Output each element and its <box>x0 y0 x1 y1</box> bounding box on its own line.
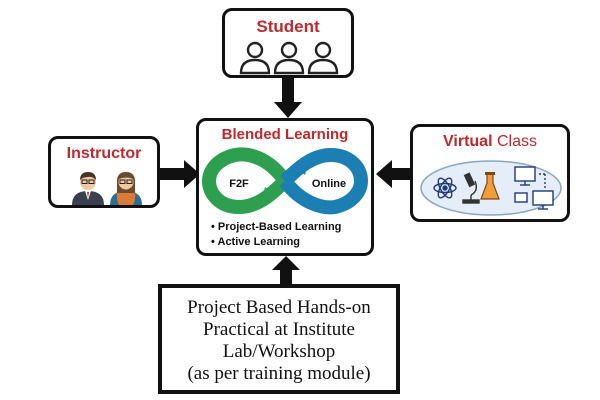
computer-network-icon <box>514 166 554 210</box>
microscope-icon <box>462 172 480 204</box>
students-group-icon <box>239 41 339 75</box>
arrow-virtual-to-blended <box>376 160 416 188</box>
project-line-2: Practical at Institute <box>203 319 355 340</box>
online-label: Online <box>312 178 346 190</box>
bullet-active-learning: • Active Learning <box>211 236 301 248</box>
project-based-box: Project Based Hands-on Practical at Inst… <box>158 284 400 394</box>
instructors-icon <box>72 172 142 205</box>
project-line-3: Lab/Workshop <box>222 341 336 362</box>
project-line-4: (as per training module) <box>187 363 371 384</box>
project-line-1: Project Based Hands-on <box>187 297 371 318</box>
arrow-project-to-blended <box>272 256 300 286</box>
blended-learning-box: Blended Learning F2F Online • Project-Ba… <box>196 118 374 256</box>
virtual-class-title: Virtual Class <box>413 133 567 151</box>
instructor-box: Instructor <box>48 136 160 208</box>
student-title: Student <box>256 17 320 36</box>
instructor-title: Instructor <box>66 145 142 162</box>
blended-title: Blended Learning <box>221 126 349 143</box>
f2f-label: F2F <box>229 178 249 190</box>
virtual-class-box: Virtual Class <box>410 124 570 222</box>
virtual-class-title-part1: Virtual <box>443 133 493 150</box>
virtual-class-icons <box>420 160 562 216</box>
infinity-loop-icon: F2F Online <box>201 147 369 215</box>
project-text: Project Based Hands-on Practical at Inst… <box>162 297 396 385</box>
bullet-project-based: • Project-Based Learning <box>211 221 342 233</box>
virtual-class-title-part2: Class <box>496 133 537 150</box>
arrow-student-to-blended <box>274 78 302 118</box>
flask-icon <box>480 172 500 200</box>
arrow-instructor-to-blended <box>160 160 200 188</box>
student-box: Student <box>222 8 354 78</box>
atom-icon <box>433 177 457 199</box>
